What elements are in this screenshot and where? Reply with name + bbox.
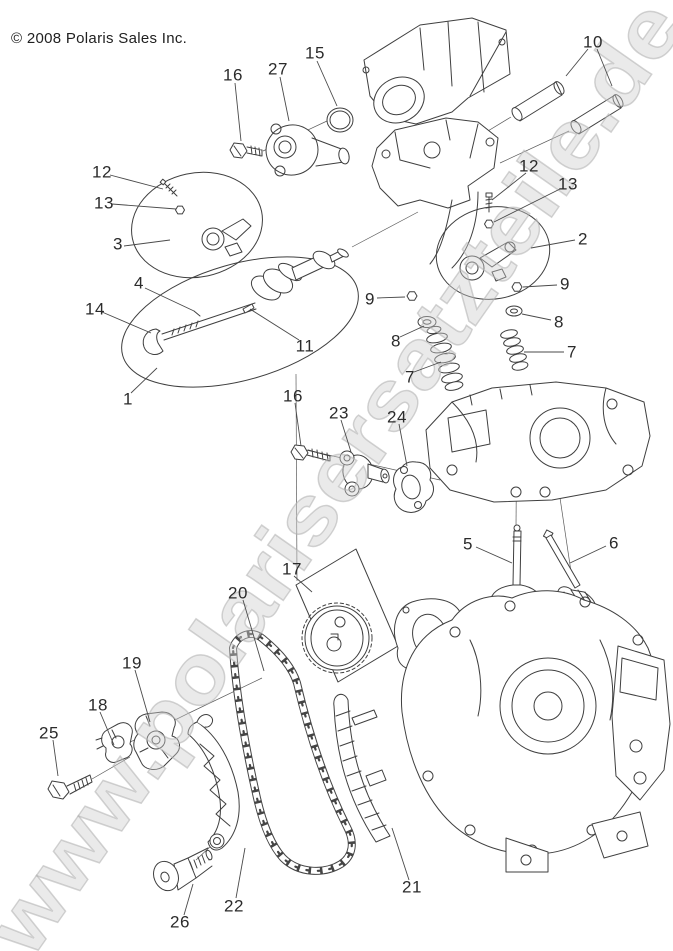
rocker-arm-left-group [131, 171, 263, 279]
callout-13: 13 [558, 174, 578, 194]
callout-4: 4 [134, 273, 144, 293]
callout-2: 2 [578, 229, 588, 249]
callout-27: 27 [268, 59, 288, 79]
leader-line-24 [398, 423, 408, 467]
socket-bolt-drawing [153, 847, 213, 892]
leader-line-8 [399, 325, 425, 338]
leader-line-15 [316, 60, 338, 107]
leader-line-17 [293, 575, 313, 593]
callout-3: 3 [113, 234, 123, 254]
callout-7: 7 [405, 367, 415, 387]
copyright-notice: © 2008 Polaris Sales Inc. [11, 30, 188, 47]
valve-spring-set-left [406, 291, 464, 391]
leader-line-2 [530, 239, 576, 249]
leader-line-10 [596, 48, 613, 87]
o-ring-drawing [326, 107, 354, 133]
callout-15: 15 [305, 43, 325, 63]
flange-bolt-top-drawing [229, 142, 263, 159]
leader-line-12 [491, 172, 527, 201]
leader-line-13 [111, 203, 177, 210]
leader-line-7 [413, 361, 442, 373]
leader-line-20 [242, 599, 265, 672]
callout-21: 21 [402, 877, 422, 897]
callout-5: 5 [463, 534, 473, 554]
cam-carrier-drawing [371, 117, 499, 269]
leader-line-19 [134, 669, 151, 723]
callout-26: 26 [170, 912, 190, 932]
leader-line-22 [235, 847, 246, 899]
dowel-pins-drawing [511, 81, 624, 135]
leader-line-11 [249, 308, 300, 341]
callout-10: 10 [583, 32, 603, 52]
callout-8: 8 [391, 331, 401, 351]
cam-cover-drawing [362, 17, 511, 125]
callout-24: 24 [387, 407, 407, 427]
callout-22: 22 [224, 896, 244, 916]
leader-line-9 [376, 296, 406, 299]
leader-line-6 [569, 545, 607, 564]
leader-line-13 [493, 188, 561, 223]
cam-chain-drawing [229, 630, 356, 875]
leader-line-12 [109, 174, 164, 190]
callout-1: 1 [123, 389, 133, 409]
callout-12: 12 [519, 156, 539, 176]
callout-8: 8 [554, 312, 564, 332]
leader-lines [52, 48, 613, 916]
callout-7: 7 [567, 342, 577, 362]
callout-16: 16 [223, 65, 243, 85]
callout-12: 12 [92, 162, 112, 182]
cylinder-head-drawing [425, 381, 651, 503]
callout-25: 25 [39, 723, 59, 743]
callout-6: 6 [609, 533, 619, 553]
tensioner-group [290, 444, 434, 513]
leader-line-26 [183, 883, 194, 916]
bearing-housing-drawing [265, 123, 350, 177]
hex-bolt-drawing [47, 774, 93, 800]
leader-line-21 [391, 827, 410, 881]
chain-guide-drawing [333, 693, 391, 843]
leader-line-8 [521, 313, 552, 321]
callout-11: 11 [295, 336, 315, 356]
callout-14: 14 [85, 299, 105, 319]
leader-line-3 [123, 239, 171, 247]
callout-18: 18 [88, 695, 108, 715]
leader-line-9 [522, 284, 558, 288]
leader-line-25 [52, 739, 59, 777]
leader-line-1 [130, 367, 158, 394]
callout-20: 20 [228, 583, 248, 603]
leader-line-18 [99, 711, 115, 746]
leader-line-23 [340, 419, 352, 453]
tensioner-blade-drawing [187, 714, 240, 851]
callout-9: 9 [365, 289, 375, 309]
leader-line-14 [101, 311, 152, 334]
callout-19: 19 [122, 653, 142, 673]
camshaft-group [121, 248, 359, 388]
leader-line-16 [294, 402, 302, 447]
guide-blocks-drawing [95, 711, 180, 770]
leader-line-16 [234, 82, 242, 142]
callout-17: 17 [282, 559, 302, 579]
leader-line-27 [279, 76, 290, 122]
rocker-arm-right-group [435, 192, 551, 300]
callout-23: 23 [329, 403, 349, 423]
crankcase-drawing [394, 590, 671, 873]
leader-line-10 [565, 48, 589, 77]
leader-line-5 [475, 546, 513, 564]
valve-spring-set-right [500, 282, 529, 371]
callout-9: 9 [560, 274, 570, 294]
callout-13: 13 [94, 193, 114, 213]
callout-16: 16 [283, 386, 303, 406]
leader-line-4 [144, 287, 195, 312]
